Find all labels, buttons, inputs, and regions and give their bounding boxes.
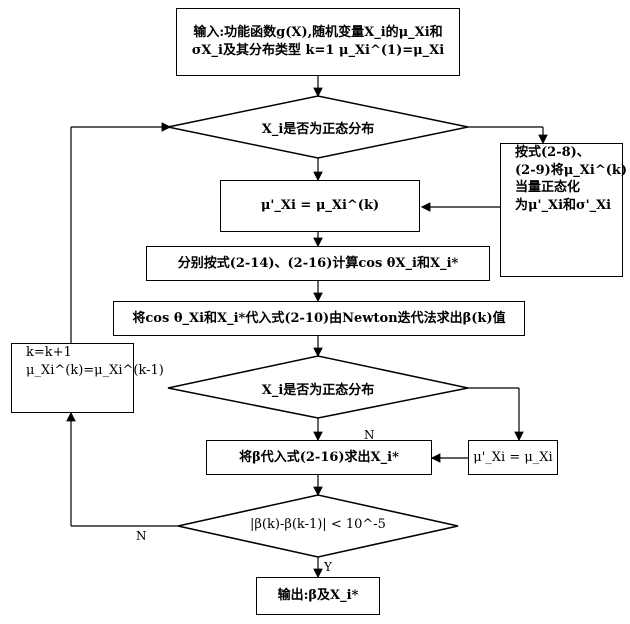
output-box: 输出:β及X_i* [256,577,380,615]
newton-text: 将cos θ_Xi和X_i*代入式(2-10)由Newton迭代法求出β(k)值 [132,310,506,326]
decision3-diamond [177,494,459,558]
decision1-label: X_i是否为正态分布 [261,122,375,137]
calc-cos-text: 分别按式(2-14)、(2-16)计算cos θX_i和X_i* [177,255,459,271]
equiv-line1: 按式(2-8)、 [515,145,590,160]
update-line1: k=k+1 [26,345,72,360]
output-text: 输出:β及X_i* [277,588,359,604]
newton-box: 将cos θ_Xi和X_i*代入式(2-10)由Newton迭代法求出β(k)值 [113,301,525,336]
label-n-decision3: N [136,529,147,543]
mu-prime-small-box: μ'_Xi = μ_Xi [468,440,558,475]
equiv-normal-box: 按式(2-8)、 (2-9)将μ_Xi^(k) 当量正态化 为μ'_Xi和σ'_… [500,143,627,277]
input-line1: 输入:功能函数g(X),随机变量X_i的μ_Xi和 [193,25,443,41]
decision1-diamond [167,95,469,159]
label-n-decision2: N [364,428,375,442]
equiv-line4: 为μ'_Xi和σ'_Xi [515,197,612,213]
equiv-line2: (2-9)将μ_Xi^(k) [515,162,628,178]
equiv-line3: 当量正态化 [515,180,581,196]
update-line2: μ_Xi^(k)=μ_Xi^(k-1) [26,362,164,378]
decision2-diamond [167,355,469,419]
mu-prime-text: μ'_Xi = μ_Xi^(k) [260,198,380,214]
decision2-label: X_i是否为正态分布 [261,383,375,398]
input-line2: σX_i及其分布类型 k=1 μ_Xi^(1)=μ_Xi [191,43,445,58]
label-y-decision3: Y [324,560,332,574]
beta-sub-box: 将β代入式(2-16)求出X_i* [206,440,432,475]
input-box: 输入:功能函数g(X),随机变量X_i的μ_Xi和 σX_i及其分布类型 k=1… [176,8,460,76]
mu-prime-box: μ'_Xi = μ_Xi^(k) [220,180,420,232]
update-box: k=k+1 μ_Xi^(k)=μ_Xi^(k-1) [11,343,164,413]
calc-cos-box: 分别按式(2-14)、(2-16)计算cos θX_i和X_i* [146,246,490,281]
beta-sub-text: 将β代入式(2-16)求出X_i* [239,449,399,465]
decision3-label: |β(k)-β(k-1)| < 10^-5 [250,517,386,532]
mu-prime-small-text: μ'_Xi = μ_Xi [473,449,553,465]
